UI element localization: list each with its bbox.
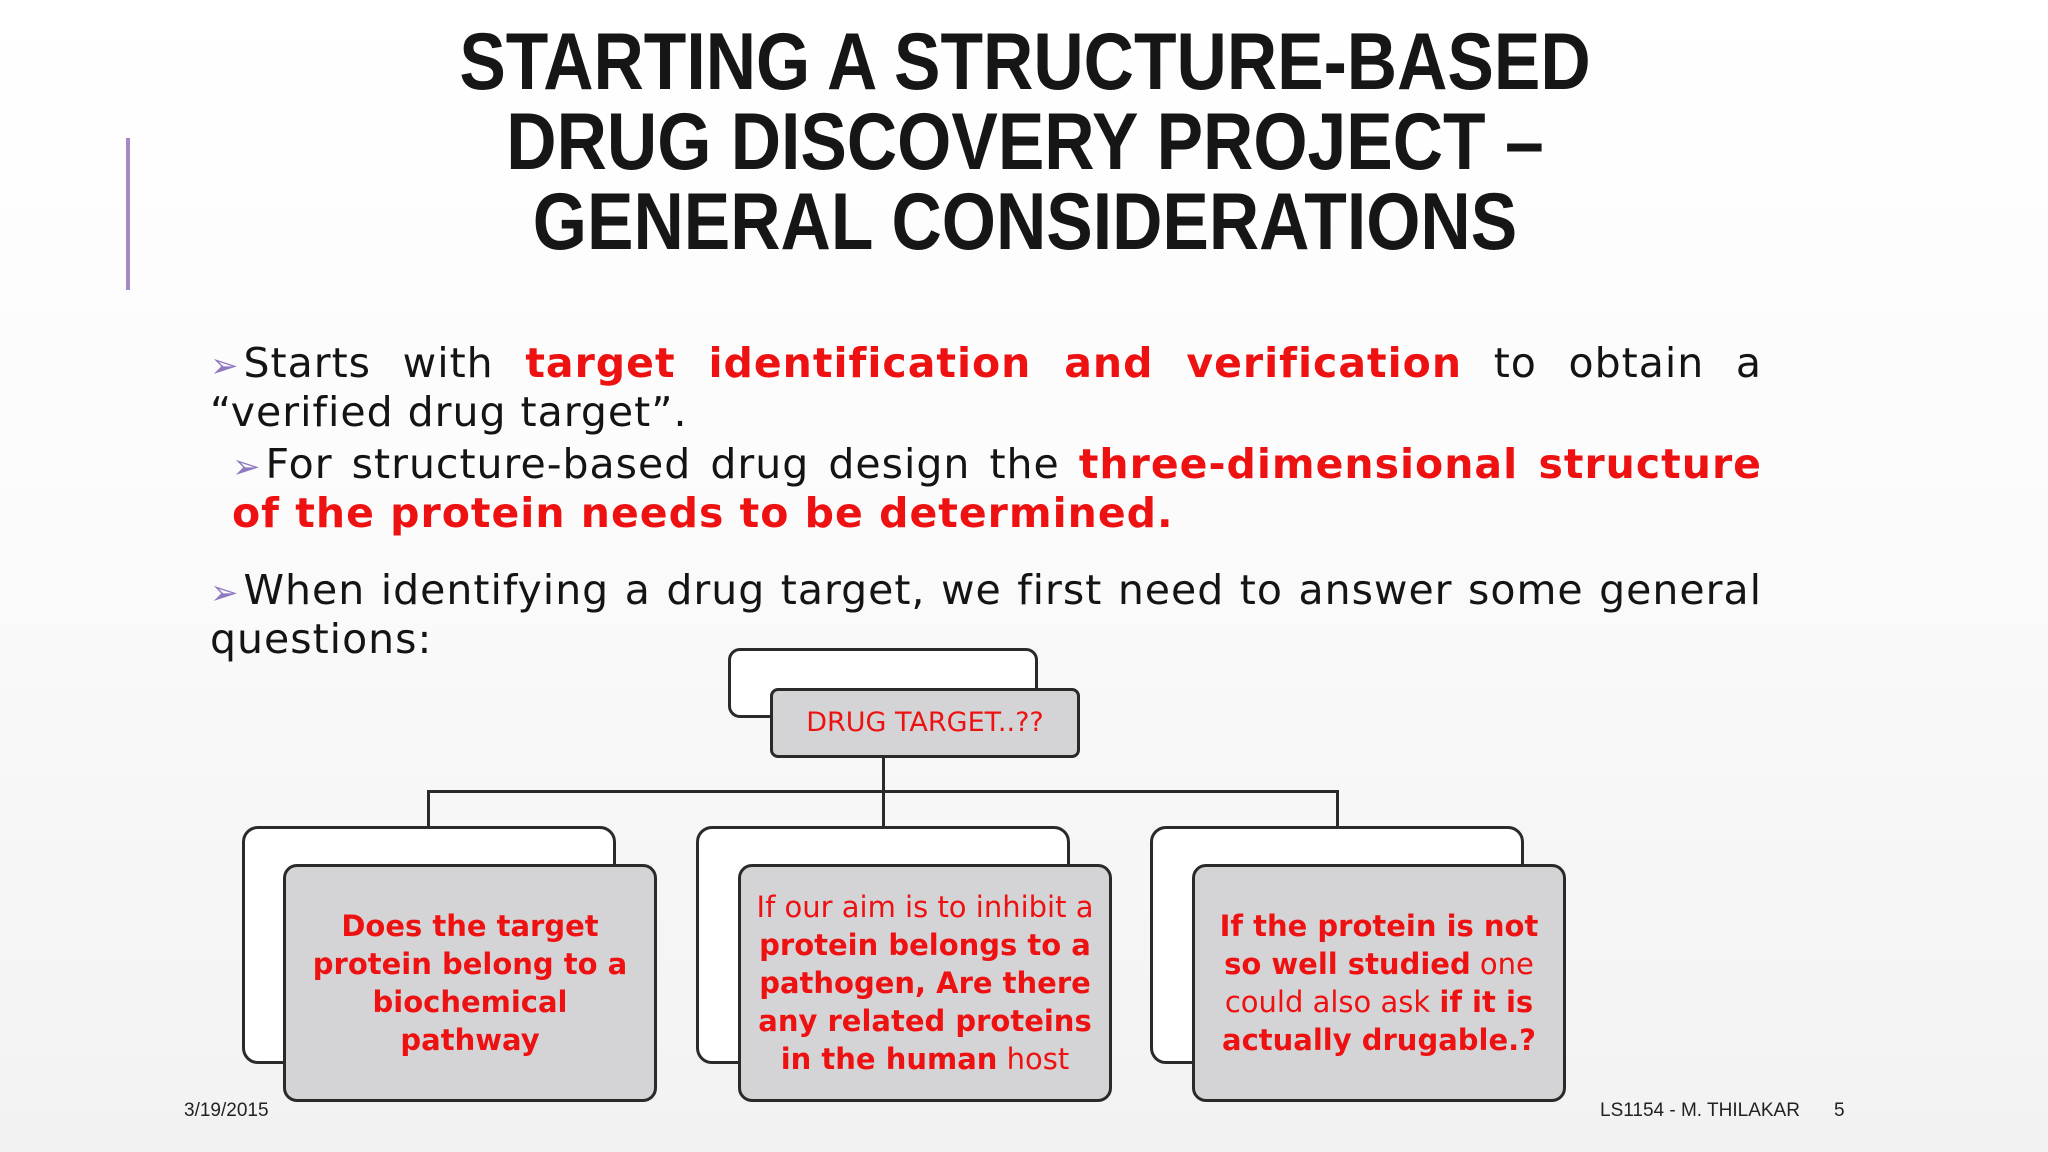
title-line-3: GENERAL CONSIDERATIONS [532,177,1518,267]
child-3-text: If the protein is not so well studied on… [1207,907,1551,1059]
bullet-highlight: three-dimensional structure of the prote… [232,440,1762,537]
child-2-pathogen-proteins: If our aim is to inhibit a protein belon… [738,864,1112,1102]
bullet-arrow-icon: ➢ [232,447,262,487]
bullet-text: Starts with [243,339,526,387]
bullet-target-identification: ➢Starts with target identification and v… [210,340,1762,435]
bullet-highlight: target identification and verification [525,339,1463,387]
root-node-drug-target: DRUG TARGET..?? [770,688,1080,758]
bullet-text: For structure-based drug design the [265,440,1079,488]
root-node-label: DRUG TARGET..?? [806,707,1044,738]
child-3-text-normal: one could also ask [1224,947,1534,1019]
child-2-text-normal: host [997,1042,1070,1076]
child-1-biochemical-pathway: Does the target protein belong to a bioc… [283,864,657,1102]
child-3-text-bold: If the protein is not so well studied [1219,909,1539,981]
accent-bar [126,138,130,290]
connector-left-drop [427,790,430,828]
footer-page-number: 5 [1834,1100,1845,1121]
footer-date: 3/19/2015 [184,1100,269,1121]
child-2-text-bold: protein belongs to a pathogen, Are there… [758,928,1092,1076]
bullet-arrow-icon: ➢ [210,346,240,386]
bullet-structure-design: ➢For structure-based drug design the thr… [232,441,1762,536]
slide-title: STARTING A STRUCTURE-BASED DRUG DISCOVER… [402,17,1649,267]
child-2-text: If our aim is to inhibit a protein belon… [753,888,1097,1078]
child-1-text: Does the target protein belong to a bioc… [312,909,628,1057]
connector-mid-drop [882,756,885,828]
bullet-text: When identifying a drug target, we first… [210,566,1762,663]
footer-course: LS1154 - M. THILAKAR [1600,1100,1800,1121]
child-3-text-bold: if it is actually drugable.? [1222,985,1536,1057]
child-3-drugable: If the protein is not so well studied on… [1192,864,1566,1102]
connector-right-drop [1336,790,1339,828]
bullet-general-questions: ➢When identifying a drug target, we firs… [210,567,1762,662]
child-2-text-normal: If our aim is to inhibit a [756,890,1094,924]
title-line-2: DRUG DISCOVERY PROJECT – [506,97,1544,187]
bullet-arrow-icon: ➢ [210,573,240,613]
bullet-text: to obtain a “verified drug target”. [210,339,1762,436]
title-line-1: STARTING A STRUCTURE-BASED [459,17,1591,107]
